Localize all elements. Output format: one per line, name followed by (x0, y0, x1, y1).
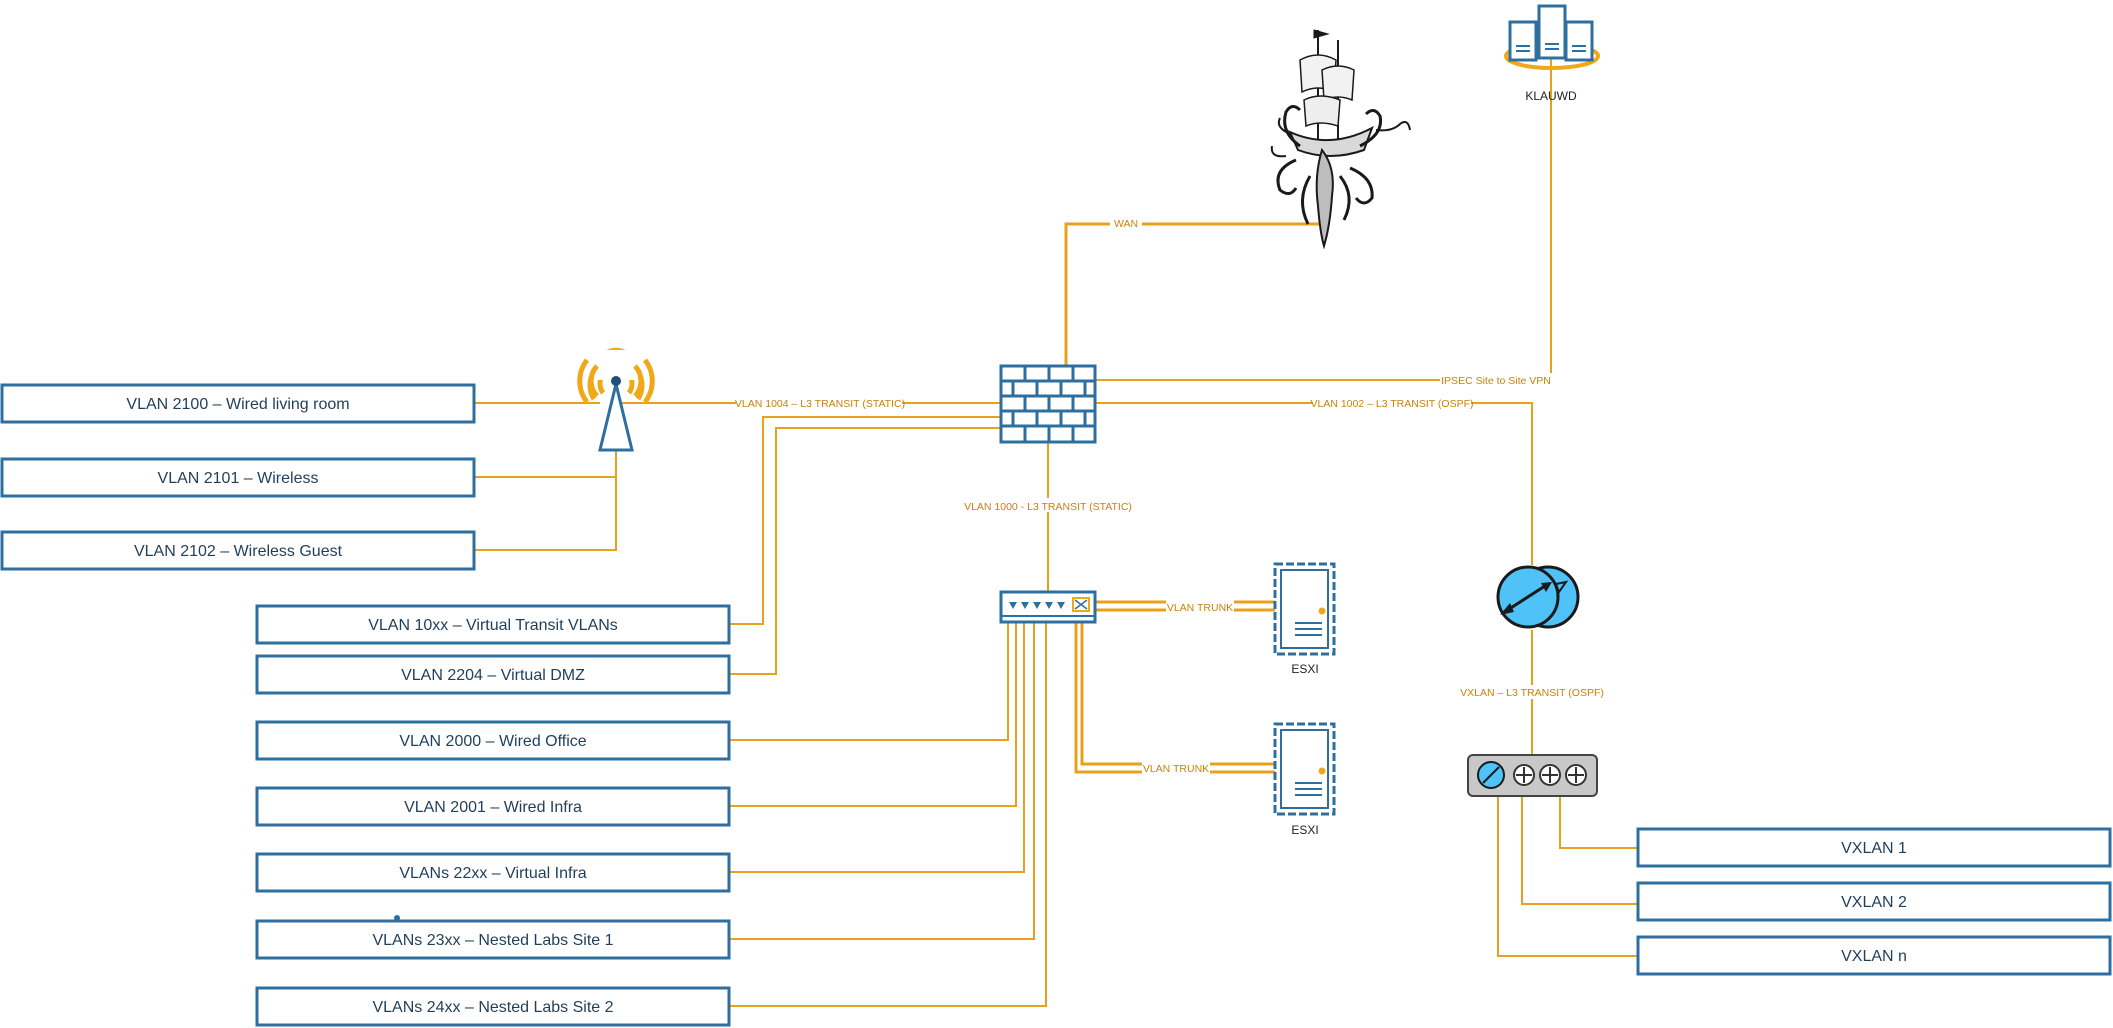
vlan-box-label: VLANs 23xx – Nested Labs Site 1 (372, 932, 613, 949)
vxlan-box-label: VXLAN 1 (1841, 840, 1907, 857)
mid-vlan-boxes: VLAN 10xx – Virtual Transit VLANs VLAN 2… (255, 604, 731, 1027)
firewall-icon[interactable] (999, 364, 1097, 444)
vlan-box-label: VLANs 22xx – Virtual Infra (399, 865, 586, 882)
core-switch-icon[interactable] (999, 590, 1097, 624)
vlan-box-label: VLAN 10xx – Virtual Transit VLANs (368, 617, 618, 634)
vlan2102-link (474, 450, 617, 551)
vxlann-link (1497, 796, 1638, 957)
vlan-box-24xx[interactable]: VLANs 24xx – Nested Labs Site 2 (255, 986, 731, 1027)
trunk-top-label: VLAN TRUNK (1167, 602, 1233, 614)
vlan-box-label: VLAN 2101 – Wireless (158, 470, 319, 487)
vxlan-box-1[interactable]: VXLAN 1 (1636, 827, 2112, 868)
anchor-dot (394, 915, 400, 921)
link-labels: WAN IPSEC Site to Site VPN VLAN 1004 – L… (735, 216, 1604, 775)
wan-label: WAN (1114, 218, 1138, 230)
wan-link (1064, 222, 1322, 366)
vlan22xx-link (729, 622, 1025, 873)
vlan1004-label: VLAN 1004 – L3 TRANSIT (STATIC) (735, 398, 905, 410)
trunk-bottom-b (1080, 622, 1275, 766)
kraken-ship-icon[interactable] (1270, 29, 1411, 250)
vlan24xx-link (729, 622, 1047, 1007)
vxlan-boxes: VXLAN 1 VXLAN 2 VXLAN n (1636, 827, 2112, 976)
trunk-bottom-a (1074, 622, 1275, 774)
vlan2204-link (729, 427, 1000, 675)
esxi-server-top-icon[interactable] (1273, 562, 1336, 656)
wireless-antenna-icon[interactable] (577, 347, 655, 452)
vlan-box-label: VLAN 2001 – Wired Infra (404, 799, 582, 816)
vlan1002-link (1096, 402, 1533, 565)
vxlan-transit-label: VXLAN – L3 TRANSIT (OSPF) (1460, 687, 1604, 699)
vlan-box-22xx[interactable]: VLANs 22xx – Virtual Infra (255, 852, 731, 893)
esxi-server-bottom-icon[interactable] (1273, 722, 1336, 816)
trunk-bottom-label: VLAN TRUNK (1143, 763, 1209, 775)
ipsec-label: IPSEC Site to Site VPN (1441, 375, 1551, 387)
vlan-box-label: VLAN 2204 – Virtual DMZ (401, 667, 585, 684)
vxlan-box-label: VXLAN 2 (1841, 894, 1907, 911)
vlan2101-link (474, 450, 617, 478)
vxlan-box-n[interactable]: VXLAN n (1636, 935, 2112, 976)
vlan-box-label: VLAN 2000 – Wired Office (399, 733, 586, 750)
vlan-box-2000[interactable]: VLAN 2000 – Wired Office (255, 720, 731, 761)
vlan-box-2204[interactable]: VLAN 2204 – Virtual DMZ (255, 654, 731, 695)
vlan-box-10xx[interactable]: VLAN 10xx – Virtual Transit VLANs (255, 604, 731, 645)
vlan2001-link (729, 622, 1017, 807)
vxlan-box-label: VXLAN n (1841, 948, 1907, 965)
vlan23xx-link (729, 622, 1035, 940)
vlan-box-label: VLAN 2100 – Wired living room (126, 396, 349, 413)
vxlan-router-icon[interactable] (1496, 565, 1580, 629)
vlan1002-label: VLAN 1002 – L3 TRANSIT (OSPF) (1310, 398, 1473, 410)
esxi-top-label: ESXI (1291, 662, 1318, 676)
vlan10xx-link (729, 416, 1000, 625)
vxlan-switch-icon[interactable] (1467, 754, 1598, 797)
vlan1000-label: VLAN 1000 - L3 TRANSIT (STATIC) (964, 501, 1132, 513)
vxlan1-link (1559, 796, 1638, 849)
vxlan2-link (1521, 796, 1638, 905)
vlan2000-link (729, 622, 1009, 741)
cloud-label: KLAUWD (1525, 89, 1577, 103)
vlan-box-2101[interactable]: VLAN 2101 – Wireless (0, 457, 476, 498)
vlan-box-2100[interactable]: VLAN 2100 – Wired living room (0, 383, 476, 424)
vlan-box-23xx[interactable]: VLANs 23xx – Nested Labs Site 1 (255, 919, 731, 960)
vlan-box-2001[interactable]: VLAN 2001 – Wired Infra (255, 786, 731, 827)
esxi-bottom-label: ESXI (1291, 823, 1318, 837)
vlan-box-2102[interactable]: VLAN 2102 – Wireless Guest (0, 530, 476, 571)
left-vlan-boxes: VLAN 2100 – Wired living room VLAN 2101 … (0, 383, 476, 571)
vxlan-box-2[interactable]: VXLAN 2 (1636, 881, 2112, 922)
cloud-server-cluster-icon[interactable] (1504, 4, 1600, 70)
vlan-box-label: VLAN 2102 – Wireless Guest (134, 543, 343, 560)
vlan-box-label: VLANs 24xx – Nested Labs Site 2 (372, 999, 613, 1016)
